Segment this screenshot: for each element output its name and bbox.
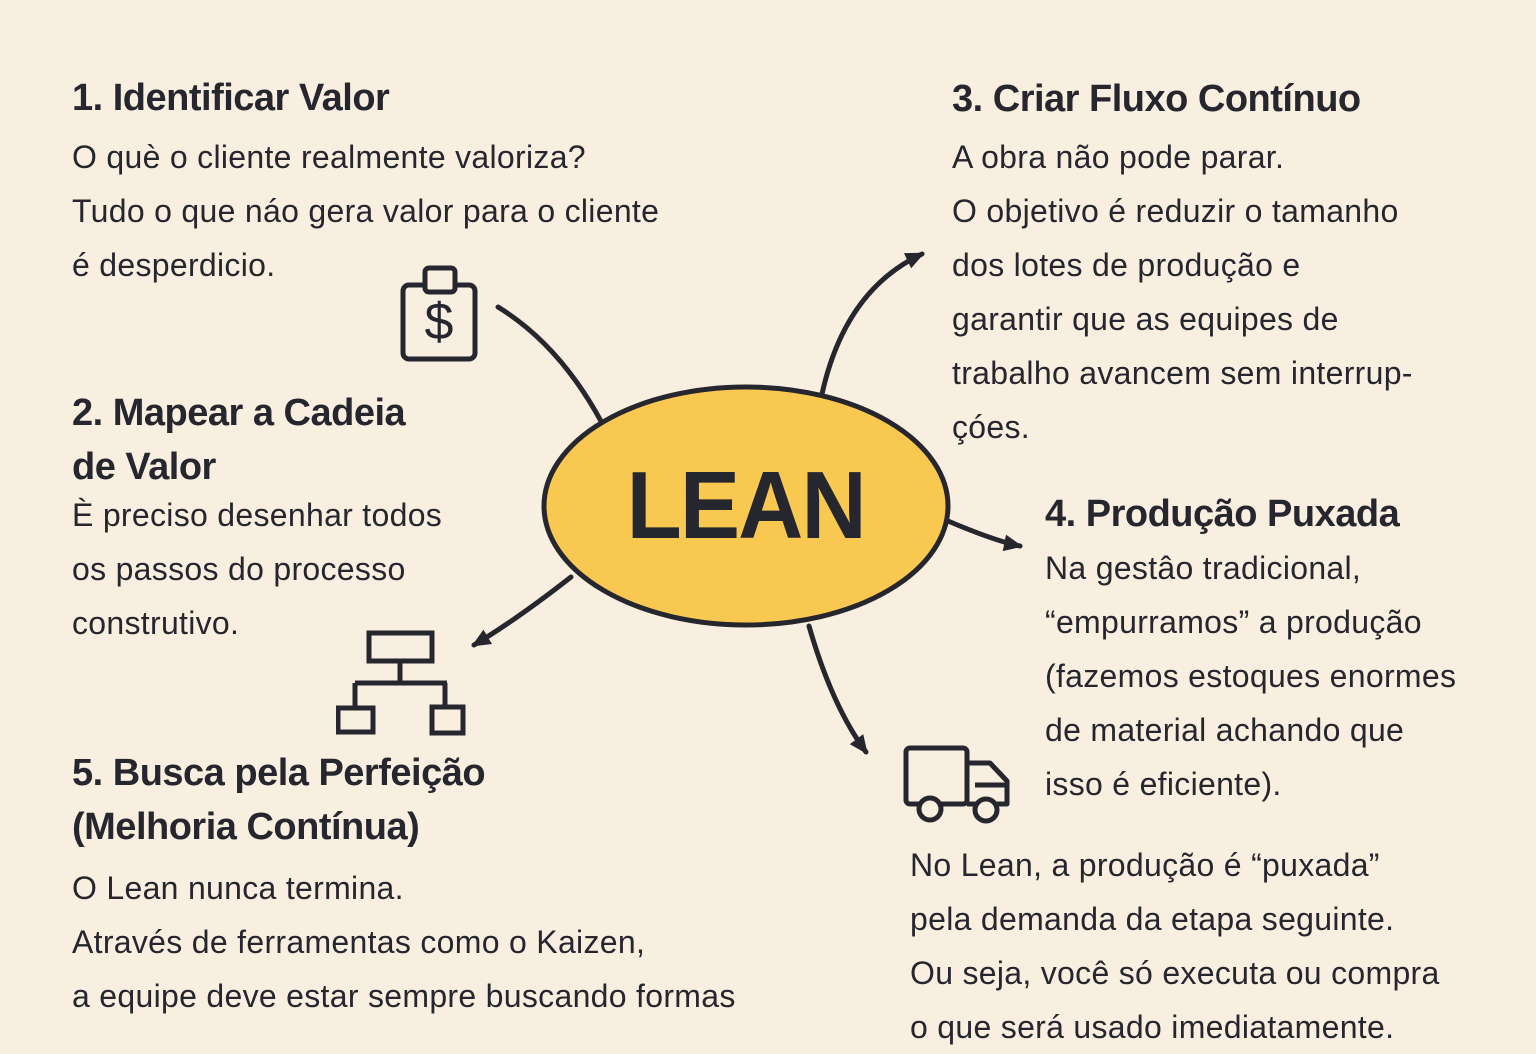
section-pull-production-title: 4. Produção Puxada bbox=[1045, 493, 1400, 535]
lean-center-node: LEAN bbox=[542, 385, 950, 627]
line-to-identify-value bbox=[495, 304, 605, 426]
lean-label: LEAN bbox=[626, 452, 867, 559]
arrow-to-continuous-flow bbox=[819, 251, 925, 397]
section-identify-value-title: 1. Identificar Valor bbox=[72, 77, 390, 119]
section-identify-value-body: O què o cliente realmente valoriza? Tudo… bbox=[72, 139, 660, 283]
section-value-chain-body: È preciso desenhar todos os passos do pr… bbox=[72, 497, 443, 641]
section-continuous-flow-title: 3. Criar Fluxo Contínuo bbox=[952, 78, 1361, 120]
arrow-to-truck bbox=[806, 623, 869, 755]
dollar-glyph: $ bbox=[425, 293, 454, 351]
lean-ellipse bbox=[541, 384, 951, 628]
lean-infographic: { "canvas": { "background": "#f9efe1", "… bbox=[72, 77, 1457, 1045]
section-pull-production-body: Na gestâo tradicional, “empurramos” a pr… bbox=[1045, 550, 1457, 802]
truck-icon bbox=[903, 745, 1010, 824]
section-pull-production-footer: No Lean, a produção é “puxada” pela dema… bbox=[910, 847, 1440, 1045]
section-value-chain-title: 2. Mapear a Cadeia de Valor bbox=[72, 392, 406, 488]
arrow-to-pull-production bbox=[945, 518, 1023, 552]
arrow-to-value-chain bbox=[471, 574, 574, 648]
section-continuous-flow-body: A obra não pode parar. O objetivo é redu… bbox=[952, 139, 1413, 445]
mindmap-connectors bbox=[471, 251, 1023, 755]
org-chart-icon bbox=[336, 630, 466, 736]
section-perfection-title: 5. Busca pela Perfeição (Melhoria Contín… bbox=[72, 752, 486, 848]
clipboard-dollar-icon: $ bbox=[400, 265, 478, 362]
section-perfection-body: O Lean nunca termina. Através de ferrame… bbox=[72, 870, 736, 1014]
